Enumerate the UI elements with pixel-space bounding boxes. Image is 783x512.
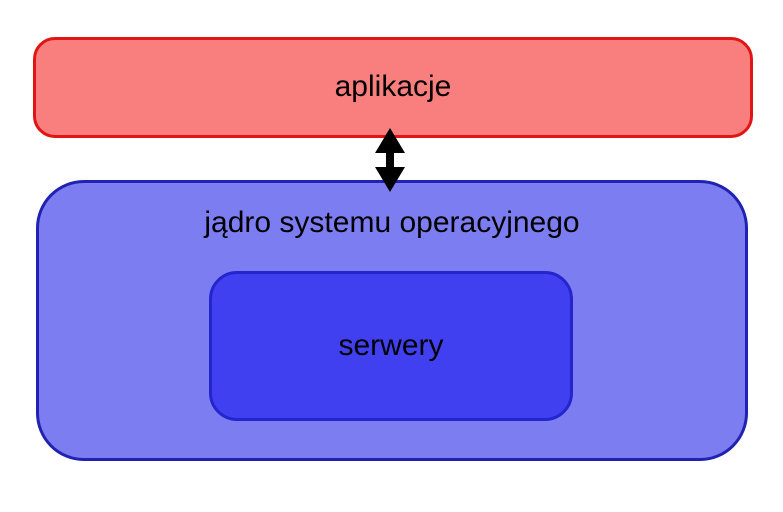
kernel-box: jądro systemu operacyjnego serwery (36, 180, 748, 461)
applications-label: aplikacje (334, 70, 452, 104)
double-arrow-icon (375, 128, 405, 192)
applications-box: aplikacje (33, 37, 753, 138)
servers-label: serwery (338, 328, 444, 362)
servers-box: serwery (209, 271, 573, 421)
kernel-label: jądro systemu operacyjnego (204, 206, 580, 239)
